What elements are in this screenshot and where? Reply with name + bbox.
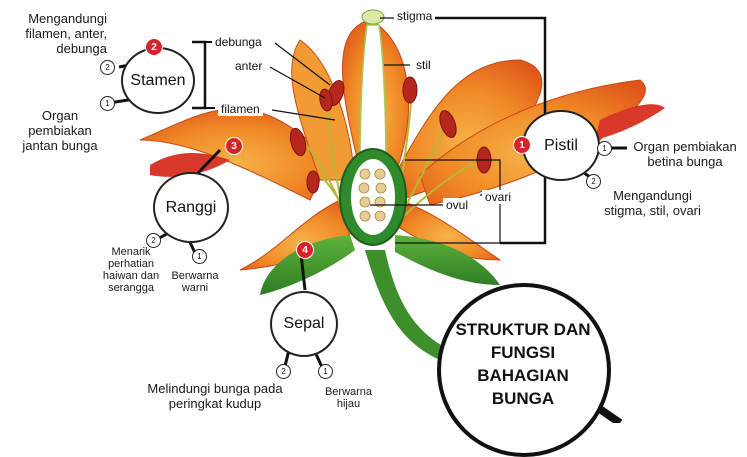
- pistil-sub1-dot: 1: [597, 141, 612, 156]
- label-stigma: stigma: [394, 9, 435, 23]
- sepal-fact-2: Melindungi bunga pada peringkat kudup: [135, 381, 295, 411]
- ranggi-name: Ranggi: [166, 199, 217, 217]
- pistil-node: Pistil: [522, 110, 600, 181]
- ranggi-fact-1: Berwarna warni: [169, 270, 221, 294]
- stamen-fact-1: Organ pembiakan jantan bunga: [10, 108, 110, 153]
- sepal-node: Sepal: [270, 291, 338, 357]
- label-ovul: ovul: [443, 198, 471, 212]
- pistil-number-badge: 1: [513, 136, 531, 154]
- label-filamen: filamen: [218, 102, 263, 116]
- stamen-name: Stamen: [130, 72, 185, 90]
- sepal-sub1-dot: 1: [318, 364, 333, 379]
- page-title: STRUKTUR DAN FUNGSI BAHAGIAN BUNGA: [448, 318, 598, 410]
- stamen-sub2-dot: 2: [100, 60, 115, 75]
- pistil-sub2-dot: 2: [586, 174, 601, 189]
- sepal-fact-1: Berwarna hijau: [321, 386, 376, 410]
- ranggi-node: Ranggi: [153, 172, 229, 243]
- sepal-number-badge: 4: [296, 241, 314, 259]
- label-anter: anter: [232, 59, 265, 73]
- label-debunga: debunga: [212, 35, 265, 49]
- label-ovari: ovari: [482, 190, 514, 204]
- pistil-fact-1: Organ pembiakan betina bunga: [625, 139, 745, 169]
- stamen-fact-2: Mengandungi filamen, anter, debunga: [2, 11, 107, 56]
- ranggi-number-badge: 3: [225, 137, 243, 155]
- stamen-number-badge: 2: [145, 38, 163, 56]
- stamen-node: Stamen: [121, 47, 195, 114]
- sepal-name: Sepal: [284, 315, 325, 333]
- pistil-name: Pistil: [544, 137, 578, 155]
- label-stil: stil: [413, 58, 434, 72]
- ranggi-fact-2: Menarik perhatian haiwan dan serangga: [96, 246, 166, 294]
- ranggi-sub1-dot: 1: [192, 249, 207, 264]
- sepal-sub2-dot: 2: [276, 364, 291, 379]
- pistil-fact-2: Mengandungi stigma, stil, ovari: [600, 188, 705, 218]
